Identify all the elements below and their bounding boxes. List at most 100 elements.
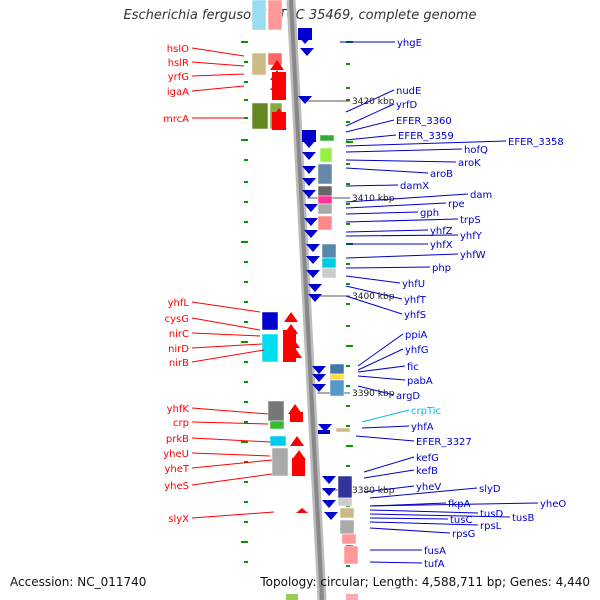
feature-box [269, 435, 287, 447]
gene-label-left: prkB [166, 434, 189, 445]
gene-leader-left [191, 332, 261, 337]
gene-label-right: yhfY [460, 231, 483, 242]
gene-label-right: yhfU [402, 279, 425, 290]
gene-label-left: igaA [167, 87, 189, 98]
gene-label-right: rpsG [452, 529, 475, 540]
gene-leader-right [345, 134, 397, 141]
scale-label: 3390 kbp [352, 389, 395, 399]
feature-arrow-left-strand [283, 330, 296, 362]
gene-label-right: tusC [450, 515, 472, 526]
gene-leader-left [191, 61, 245, 67]
feature-box [261, 311, 279, 331]
gene-label-right: yhfX [430, 240, 453, 251]
scale-label: 3410 kbp [352, 194, 395, 204]
feature-box [251, 52, 267, 76]
feature-arrow-right-strand [306, 244, 320, 252]
feature-arrow-left-strand [290, 436, 304, 446]
feature-arrow-right-strand [306, 270, 320, 278]
gene-label-right: php [432, 263, 451, 274]
feature-arrow-right-strand [298, 28, 312, 40]
gene-leader-left [191, 511, 275, 519]
gene-leader-right [369, 502, 539, 507]
gene-label-left: yheS [164, 481, 189, 492]
gene-label-right: slyD [479, 484, 501, 495]
gene-label-right: yhfS [404, 310, 426, 321]
feature-arrow-right-strand [300, 48, 314, 56]
gene-leader-right [369, 527, 451, 534]
feature-box [321, 267, 337, 279]
gene-leader-right [357, 365, 406, 373]
feature-arrow-left-strand [290, 412, 303, 422]
gene-label-right: EFER_3358 [508, 137, 564, 148]
gene-label-right: trpS [460, 215, 481, 226]
feature-arrow-right-strand [318, 424, 332, 432]
gene-label-right: kefB [416, 466, 438, 477]
gene-leader-left [191, 317, 261, 331]
gene-leader-right [345, 211, 419, 215]
gene-label-right: dam [470, 190, 492, 201]
feature-box [321, 257, 337, 269]
scale-label: 3400 kbp [352, 292, 395, 302]
gene-leader-right [369, 517, 449, 520]
feature-box [319, 147, 333, 163]
gene-leader-right [345, 167, 429, 174]
feature-arrow-right-strand [304, 204, 318, 212]
gene-label-right: fusA [424, 546, 446, 557]
gene-leader-right [345, 140, 507, 147]
feature-box [346, 594, 358, 600]
gene-leader-right [369, 509, 479, 514]
gene-leader-right [345, 295, 403, 315]
gene-label-right: yhfZ [430, 226, 453, 237]
feature-box [337, 497, 353, 507]
gene-leader-right [345, 184, 399, 187]
gene-label-left: cysG [165, 314, 189, 325]
gene-leader-left [191, 459, 273, 469]
gene-label-right: yheV [416, 482, 441, 493]
gene-label-right: ppiA [405, 330, 427, 341]
gene-label-right: tusB [512, 513, 534, 524]
gene-label-right: EFER_3359 [398, 131, 454, 142]
feature-box [343, 545, 359, 565]
gene-leader-left [191, 301, 261, 313]
gene-leader-right [345, 103, 395, 127]
gene-label-right: argD [396, 391, 420, 402]
gene-label-left: yrfG [168, 72, 189, 83]
feature-arrow-left-strand [272, 112, 286, 130]
feature-arrow-right-strand [308, 284, 322, 292]
gene-leader-right [345, 275, 401, 284]
feature-arrow-right-strand [304, 218, 318, 226]
feature-arrow-right-strand [324, 512, 338, 520]
feature-arrow-right-strand [322, 500, 336, 508]
feature-arrow-left-strand [288, 404, 302, 414]
feature-arrow-right-strand [306, 256, 320, 264]
gene-label-left: nirC [169, 329, 189, 340]
gene-leader-left [191, 47, 245, 57]
gene-label-left: yhfL [168, 298, 190, 309]
gene-leader-right [369, 561, 423, 564]
feature-box [317, 203, 333, 215]
gene-label-right: yheO [540, 499, 566, 510]
genome-backbone [289, 0, 324, 600]
genome-summary-text: Topology: circular; Length: 4,588,711 bp… [260, 575, 590, 589]
gene-label-left: slyX [168, 514, 189, 525]
feature-arrow-right-strand [308, 294, 322, 302]
gene-label-right: rpe [448, 199, 465, 210]
feature-arrow-right-strand [302, 178, 316, 186]
gene-label-right: hofQ [464, 145, 488, 156]
gene-label-left: nirB [169, 358, 189, 369]
feature-box [267, 400, 285, 422]
feature-box [317, 195, 333, 205]
feature-arrow-right-strand [302, 190, 316, 198]
gene-label-left: yhfK [167, 404, 190, 415]
feature-box [329, 379, 345, 397]
gene-label-right: yhfG [405, 345, 429, 356]
gene-label-left: yheU [163, 449, 189, 460]
gene-label-right: fic [407, 362, 419, 373]
gene-leader-right [369, 502, 447, 507]
gene-leader-right [345, 148, 463, 153]
gene-leader-right [361, 425, 410, 429]
gene-label-left: nirD [168, 344, 189, 355]
gene-leader-right [363, 485, 415, 493]
feature-box [335, 427, 351, 433]
